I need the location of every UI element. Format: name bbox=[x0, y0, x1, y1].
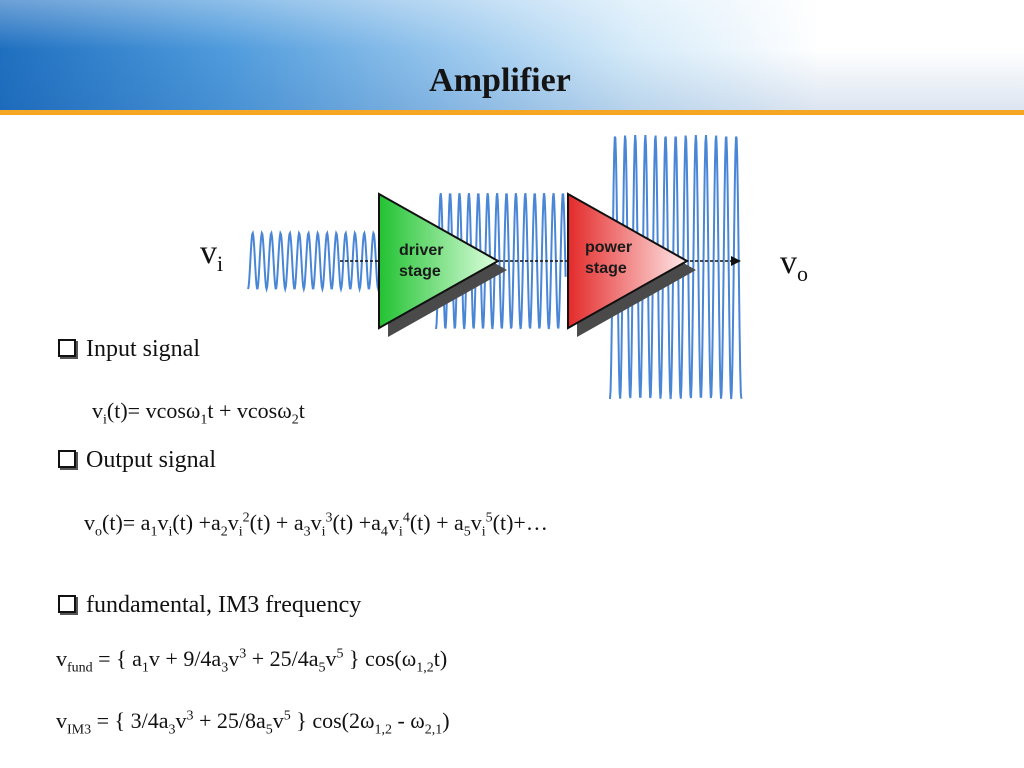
checkbox-icon bbox=[58, 339, 76, 357]
bullet-input-signal: Input signal bbox=[58, 336, 200, 363]
header-gloss bbox=[0, 0, 1024, 110]
checkbox-icon bbox=[58, 595, 76, 613]
input-label-sub: i bbox=[217, 250, 224, 276]
driver-stage-line1: driver bbox=[399, 242, 444, 259]
bullet-output-signal: Output signal bbox=[58, 447, 216, 474]
input-node-label: vi bbox=[200, 234, 223, 277]
bullet-fundamental-im3: fundamental, IM3 frequency bbox=[58, 592, 361, 619]
bullet-input-text: Input signal bbox=[86, 336, 200, 362]
bullet-fundamental-text: fundamental, IM3 frequency bbox=[86, 592, 362, 618]
header-divider bbox=[0, 110, 1024, 115]
power-stage-triangle bbox=[567, 192, 690, 330]
driver-stage-label: driver stage bbox=[399, 240, 443, 282]
driver-stage-triangle bbox=[378, 192, 501, 330]
output-label-v: v bbox=[780, 244, 797, 281]
power-stage-line1: power bbox=[585, 239, 633, 256]
checkbox-icon bbox=[58, 450, 76, 468]
power-stage-label: power stage bbox=[585, 237, 632, 279]
input-signal-wave bbox=[247, 229, 399, 293]
output-arrow-icon bbox=[731, 256, 741, 266]
equation-output-signal: vo(t)= a1vi(t) +a2vi2(t) + a3vi3(t) +a4v… bbox=[84, 510, 548, 540]
equation-im3: vIM3 = { 3/4a3v3 + 25/8a5v5 } cos(2ω1,2 … bbox=[56, 708, 450, 738]
driver-stage-line2: stage bbox=[399, 263, 441, 280]
equation-input-signal: vi(t)= vcosω1t + vcosω2t bbox=[92, 398, 305, 428]
power-stage-line2: stage bbox=[585, 260, 627, 277]
input-label-v: v bbox=[200, 234, 217, 271]
equation-fundamental: vfund = { a1v + 9/4a3v3 + 25/4a5v5 } cos… bbox=[56, 646, 448, 676]
power-output-wave bbox=[609, 135, 743, 400]
header-banner bbox=[0, 0, 1024, 110]
bullet-output-text: Output signal bbox=[86, 447, 216, 473]
output-node-label: vo bbox=[780, 244, 808, 287]
output-label-sub: o bbox=[797, 260, 808, 286]
page-title: Amplifier bbox=[429, 62, 571, 99]
